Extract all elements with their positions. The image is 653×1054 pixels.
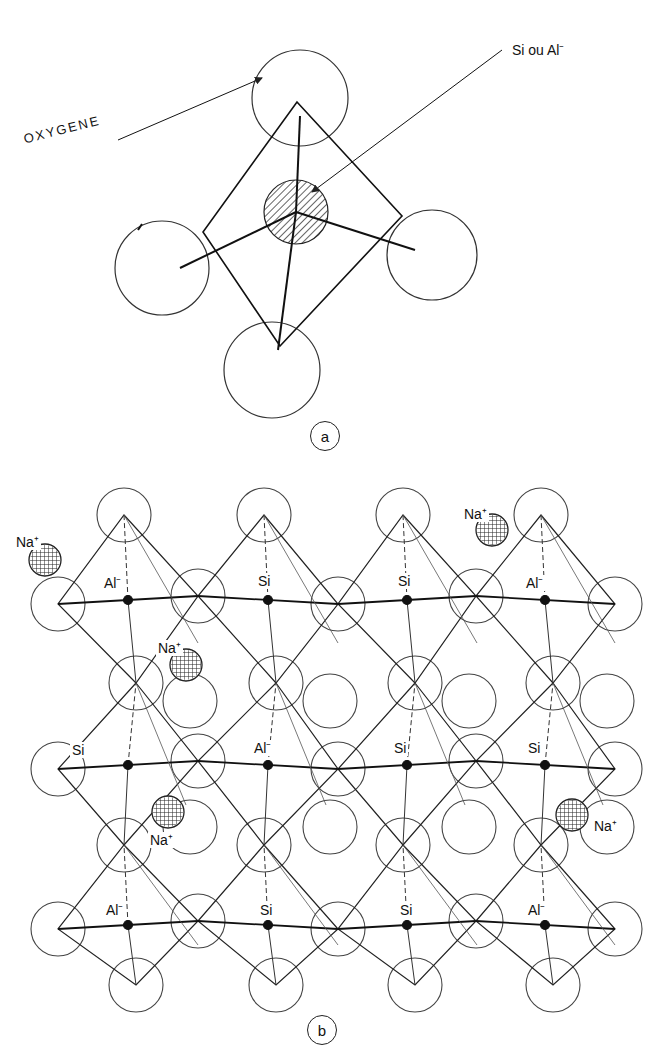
atom-label: Al⁻ bbox=[252, 740, 273, 756]
atom-label: Na⁺ bbox=[148, 832, 175, 848]
atom-label: Si bbox=[398, 902, 414, 918]
atom-label: Al⁻ bbox=[526, 902, 547, 918]
part-letter: b bbox=[318, 1023, 326, 1038]
atom-label: Si bbox=[70, 742, 86, 758]
atom-label: Na⁺ bbox=[14, 534, 41, 550]
part-letter-circle: a bbox=[310, 421, 340, 451]
atom-label: Si bbox=[526, 740, 542, 756]
atom-label: Si bbox=[396, 573, 412, 589]
oxygen-label: OXYGENE bbox=[20, 112, 103, 146]
atom-label: Na⁺ bbox=[156, 640, 183, 656]
atom-label: Si bbox=[258, 902, 274, 918]
atom-label: Al⁻ bbox=[104, 902, 125, 918]
atom-label: Si ou Al⁻ bbox=[510, 42, 566, 58]
atom-label: Si bbox=[392, 740, 408, 756]
part-letter: a bbox=[321, 429, 329, 444]
atom-label: Na⁺ bbox=[592, 818, 619, 834]
part-letter-circle: b bbox=[307, 1015, 337, 1045]
atom-label: Na⁺ bbox=[462, 506, 489, 522]
atom-label: Al⁻ bbox=[524, 575, 545, 591]
atom-label: Si bbox=[256, 573, 272, 589]
atom-label: Al⁻ bbox=[102, 575, 123, 591]
